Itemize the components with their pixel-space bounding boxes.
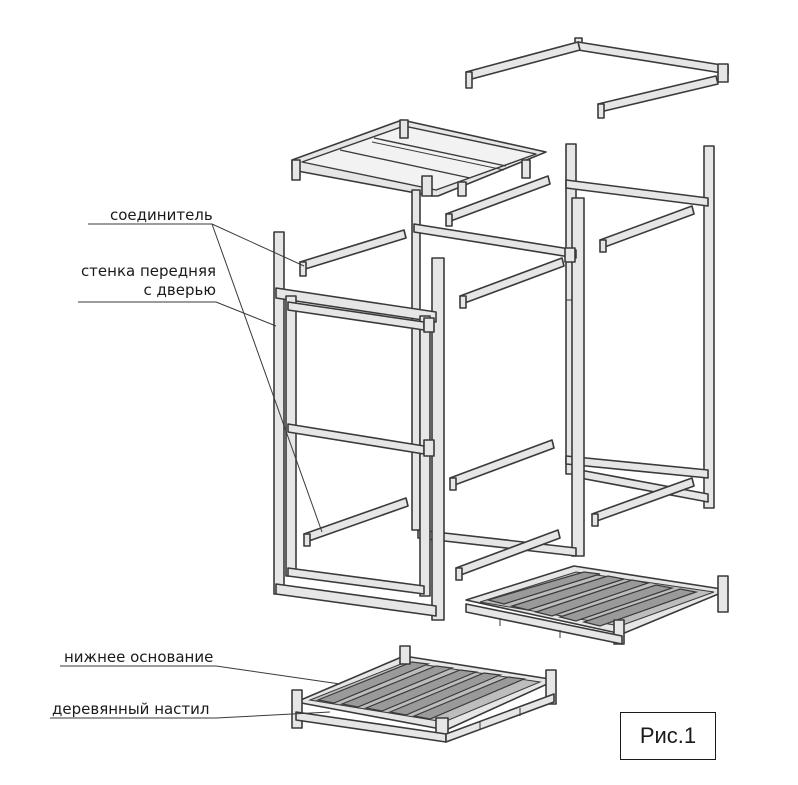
side-wall-frame	[411, 189, 585, 581]
label-front-wall-line1: стенка передняя	[80, 262, 216, 280]
top-lid-frame	[465, 37, 729, 119]
leader-lines	[50, 223, 341, 719]
figure-caption: Рис.1	[620, 712, 716, 760]
label-front-wall-line2: с дверью	[143, 281, 216, 299]
label-bottom-base: нижнее основание	[64, 648, 214, 666]
middle-top-frame	[291, 119, 551, 227]
label-connector: соединитель	[110, 206, 213, 224]
right-bottom-deck	[465, 565, 729, 645]
front-wall-with-door	[273, 229, 445, 621]
label-wooden-deck: деревянный настил	[52, 700, 210, 718]
lower-base	[291, 645, 557, 743]
rear-wall-frame	[565, 143, 715, 527]
